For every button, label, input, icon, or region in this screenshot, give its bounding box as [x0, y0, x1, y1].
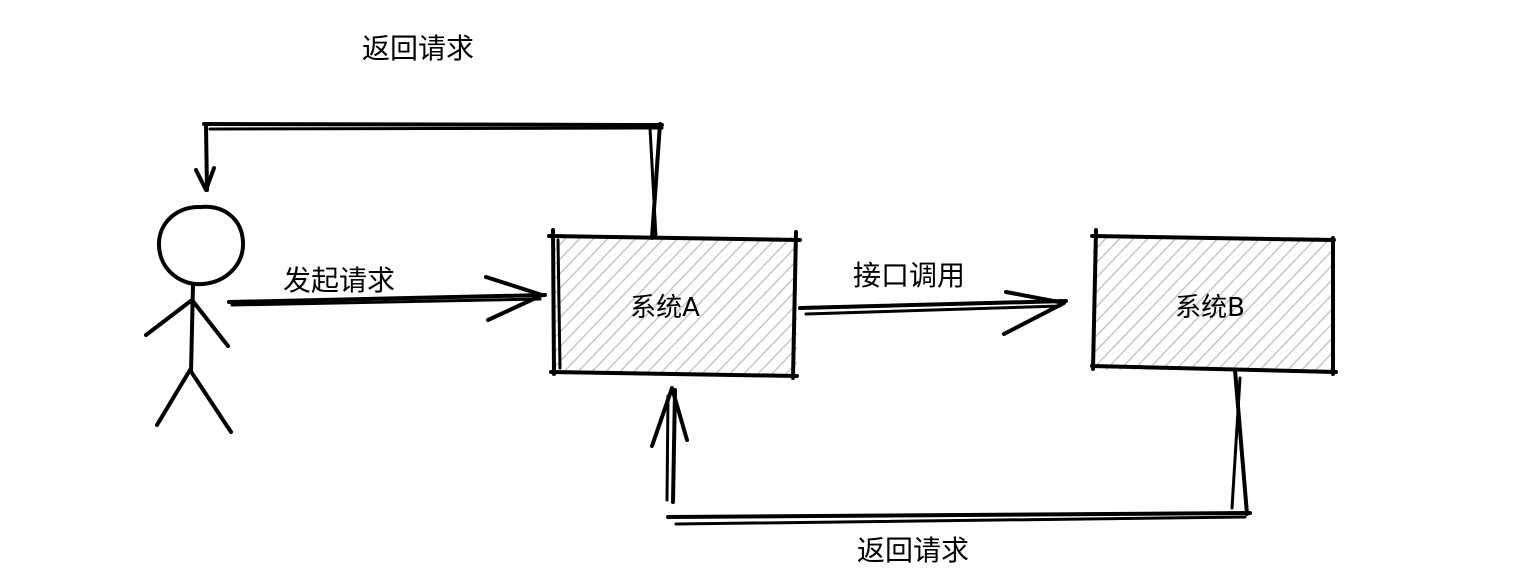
- hatch-line: [553, 237, 681, 370]
- hatch-line: [553, 237, 653, 341]
- return-arrow-bottom: [650, 368, 1252, 526]
- return-arrow-top: [194, 122, 664, 240]
- hatch-line: [714, 288, 797, 374]
- hatch-line: [1160, 237, 1291, 370]
- hatch-line: [742, 317, 797, 374]
- hatch-line: [1118, 237, 1249, 370]
- hatch-line: [1436, 231, 1522, 376]
- hatch-line: [700, 273, 797, 374]
- hatch-line: [1093, 237, 1123, 268]
- hatch-line: [602, 237, 737, 374]
- hatch-line: [630, 237, 765, 374]
- return-request-label-top: 返回请求: [362, 32, 474, 65]
- hatch-line: [644, 237, 779, 374]
- hatch-line: [553, 237, 625, 312]
- hatch-line: [1188, 237, 1319, 370]
- hatch-line: [560, 237, 695, 374]
- hatch-line: [553, 237, 597, 283]
- hatch-line: [672, 244, 797, 374]
- hatch-line: [1380, 231, 1519, 376]
- hatch-line: [1450, 231, 1522, 376]
- hatch-line: [588, 237, 723, 374]
- hatch-line: [1366, 231, 1505, 376]
- hatch-line: [1216, 246, 1335, 370]
- hatch-line: [756, 332, 797, 374]
- hatch-line: [1202, 237, 1333, 370]
- hatch-line: [1338, 231, 1477, 376]
- system-b-label: 系统B: [1175, 293, 1245, 323]
- hatch-line: [1093, 237, 1221, 370]
- hatch-line: [1408, 231, 1522, 376]
- api-call-arrow: [798, 290, 1068, 336]
- hatch-line: [658, 237, 793, 374]
- hatch-line: [553, 237, 667, 356]
- hatch-line: [1464, 231, 1522, 376]
- hatch-line: [553, 237, 583, 268]
- hatch-line: [1174, 237, 1305, 370]
- hatch-line: [574, 237, 709, 374]
- system-a-box: [547, 228, 802, 380]
- hatch-line: [1093, 237, 1165, 312]
- hatch-line: [1104, 237, 1235, 370]
- hatch-line: [553, 237, 555, 239]
- hatch-line: [553, 237, 611, 297]
- hatch-line: [1093, 237, 1137, 283]
- initiate-arrow: [227, 275, 547, 322]
- system-b-box: [1090, 228, 1522, 376]
- hatch-line: [1422, 231, 1522, 376]
- hatch-line: [1093, 237, 1151, 297]
- api-call-label: 接口调用: [853, 259, 965, 292]
- hatch-line: [1328, 363, 1335, 370]
- hatch-line: [1146, 237, 1277, 370]
- hatch-line: [616, 237, 751, 374]
- hatch-line: [1093, 237, 1193, 341]
- system-a-hatch: [553, 237, 797, 374]
- hatch-line: [1093, 237, 1179, 326]
- actor-stick-figure-icon: [144, 204, 246, 434]
- hatch-line: [1132, 237, 1263, 370]
- hatch-line: [1272, 305, 1335, 370]
- hatch-line: [1300, 334, 1335, 370]
- hatch-line: [1286, 319, 1335, 370]
- hatch-line: [1258, 290, 1335, 370]
- hatch-line: [1352, 231, 1491, 376]
- hatch-line: [553, 237, 639, 326]
- hatch-line: [1230, 261, 1335, 370]
- hatch-line: [1244, 275, 1335, 370]
- system-b-hatch: [1093, 231, 1522, 376]
- return-request-label-bottom: 返回请求: [857, 534, 969, 567]
- system-a-label: 系统A: [630, 293, 700, 323]
- initiate-request-label: 发起请求: [283, 264, 395, 297]
- hatch-line: [686, 259, 797, 374]
- hatch-line: [1394, 231, 1522, 376]
- hatch-line: [770, 346, 797, 374]
